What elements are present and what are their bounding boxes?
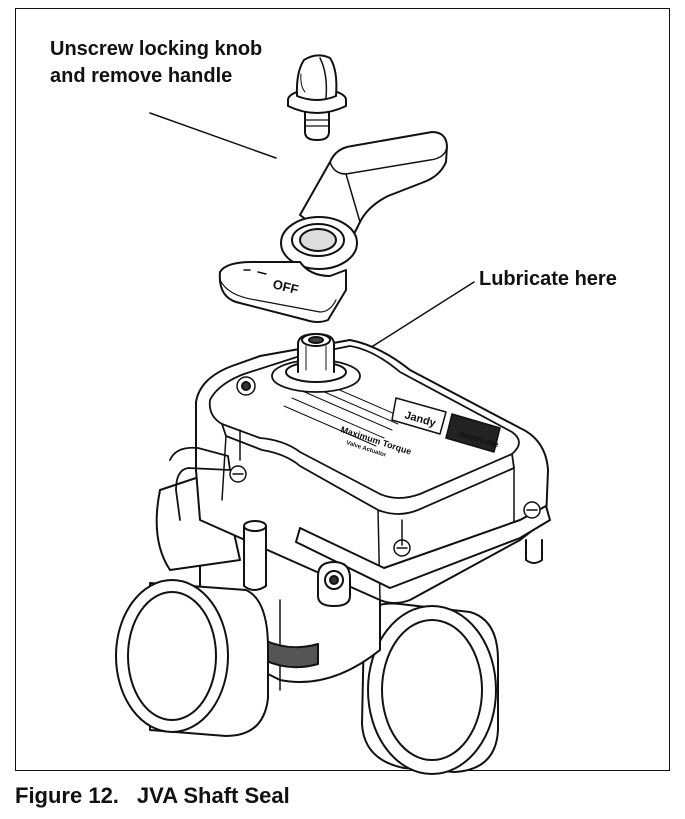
callout-unscrew: Unscrew locking knob and remove handle <box>50 38 263 87</box>
leader-line-lubricate <box>361 281 475 354</box>
actuator-housing: Jandy NeverLube Maximum Torque Valve Act… <box>115 333 551 775</box>
figure-caption: Figure 12. JVA Shaft Seal <box>15 783 290 809</box>
valve-handle: OFF <box>218 131 448 323</box>
figure-number: Figure 12. <box>15 783 119 808</box>
handle-off-text: OFF <box>271 276 300 297</box>
figure-title: JVA Shaft Seal <box>136 783 290 808</box>
callout-lubricate: Lubricate here <box>479 268 617 290</box>
leader-line-unscrew <box>149 112 277 159</box>
locking-knob <box>287 54 347 141</box>
